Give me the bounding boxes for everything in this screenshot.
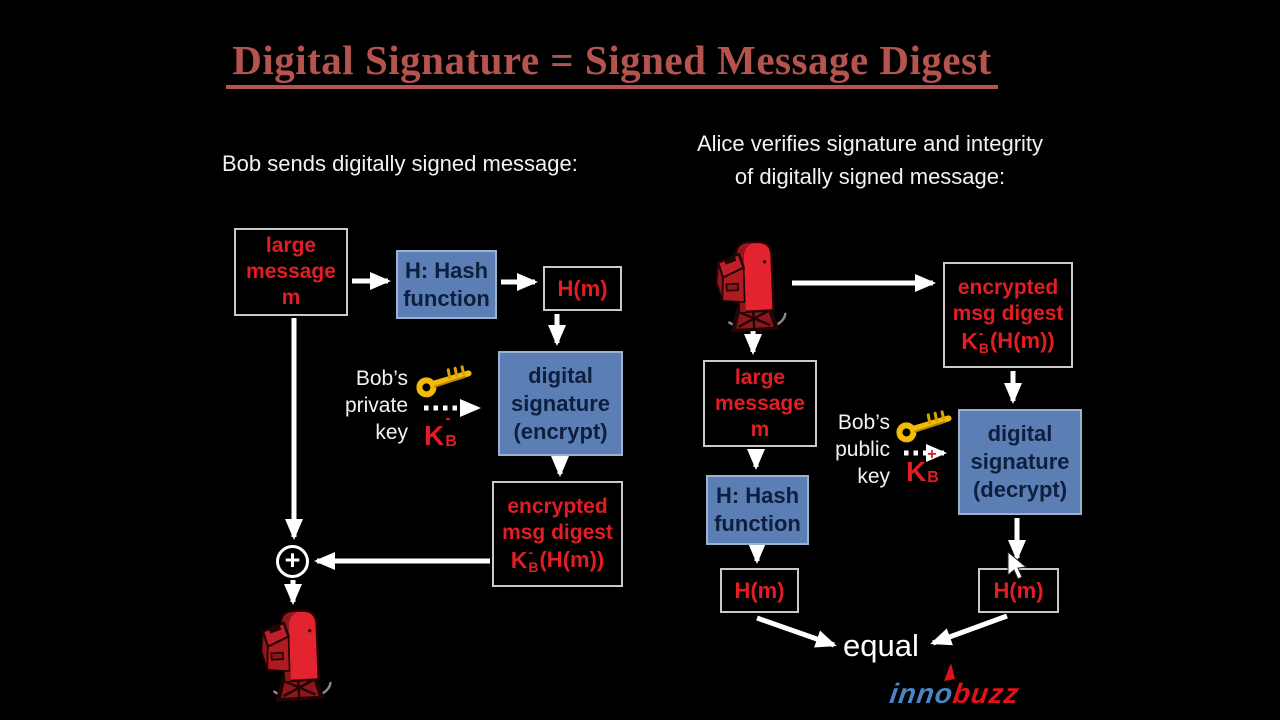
enc-formula-right: K - B (H(m)) <box>961 325 1055 356</box>
sig-line3: (encrypt) <box>513 418 608 444</box>
enc-line2: msg digest <box>502 521 613 544</box>
public-key-caption: Bob’s public key <box>810 409 890 490</box>
large-message-line1: large <box>734 365 786 389</box>
kb-sup: + <box>927 446 937 463</box>
enc-r-line1: encrypted <box>957 276 1059 299</box>
hm-box-right-left: H(m) <box>720 568 799 613</box>
hm-label: H(m) <box>734 577 785 603</box>
logo-part1: inno <box>887 678 956 709</box>
large-message-box-right: large message m <box>703 360 817 447</box>
kb-sub: B <box>445 433 457 450</box>
page-title: Digital Signature = Signed Message Diges… <box>226 36 998 89</box>
large-message-box-left: large message m <box>234 228 348 316</box>
mailbox-icon-left <box>258 608 333 704</box>
hm-label: H(m) <box>557 275 608 301</box>
public-key-caption-line3: key <box>857 465 890 488</box>
hash-line2: function <box>403 285 490 311</box>
public-key-caption-line2: public <box>835 438 890 461</box>
hash-line1: H: Hash <box>715 483 800 508</box>
public-key-caption-line1: Bob’s <box>837 411 890 434</box>
plus-glyph: + <box>284 544 301 575</box>
formula-base: K <box>961 327 978 354</box>
key-icon-private <box>415 362 477 400</box>
formula-tail: (H(m)) <box>539 547 605 572</box>
arrow-hm-left-to-equal <box>756 615 837 648</box>
formula-base: K <box>510 546 528 573</box>
slide-title-row: Digital Signature = Signed Message Diges… <box>0 36 1280 89</box>
hm-box-left: H(m) <box>543 266 622 311</box>
kb-plus-symbol: K + B <box>906 446 940 487</box>
digital-signature-decrypt-box: digital signature (decrypt) <box>958 409 1082 515</box>
private-key-caption-line1: Bob’s <box>355 367 408 390</box>
sig-line1: digital <box>987 421 1053 446</box>
kb-base: K <box>424 420 445 451</box>
enc-r-line2: msg digest <box>952 302 1064 325</box>
alice-heading: Alice verifies signature and integrity o… <box>655 127 1085 193</box>
formula-sub: B <box>528 559 539 575</box>
formula-sup: - <box>978 325 984 341</box>
large-message-line2: message <box>715 391 805 415</box>
mailbox-icon-right <box>713 239 788 335</box>
enc-formula-left: K - B (H(m)) <box>510 544 605 575</box>
hash-line2: function <box>714 511 801 536</box>
digital-signature-encrypt-box: digital signature (encrypt) <box>498 351 623 456</box>
formula-sup: - <box>528 544 534 560</box>
large-message-line1: large <box>265 234 317 257</box>
mouse-cursor-icon <box>1007 551 1028 580</box>
brand-logo: innobuzz <box>888 678 1022 710</box>
enc-line1: encrypted <box>507 495 608 518</box>
logo-spark-icon <box>944 663 955 681</box>
encrypted-digest-box-right: encrypted msg digest K - B (H(m)) <box>943 262 1073 368</box>
hash-function-box-left: H: Hash function <box>396 250 497 319</box>
private-key-caption-line3: key <box>375 421 408 444</box>
large-message-line2: message <box>246 260 336 283</box>
kb-sup: - <box>445 410 451 427</box>
sig-line2: signature <box>970 449 1070 474</box>
encrypted-digest-box-left: encrypted msg digest K - B (H(m)) <box>492 481 623 587</box>
large-message-line3: m <box>750 417 770 441</box>
large-message-line3: m <box>281 286 301 309</box>
formula-supsub: - B <box>528 544 539 575</box>
bob-heading: Bob sends digitally signed message: <box>222 151 578 176</box>
formula-sub: B <box>978 340 989 356</box>
alice-heading-line2: of digitally signed message: <box>734 164 1006 189</box>
hash-function-box-right: H: Hash function <box>706 475 809 545</box>
formula-supsub: - B <box>978 325 989 356</box>
sig-line3: (decrypt) <box>972 477 1068 502</box>
private-key-caption: Bob’s private key <box>328 365 408 446</box>
alice-heading-line1: Alice verifies signature and integrity <box>696 131 1044 156</box>
hash-line1: H: Hash <box>404 257 489 283</box>
kb-sub: B <box>927 469 939 486</box>
equal-label: equal <box>843 628 919 663</box>
hm-label: H(m) <box>993 577 1044 603</box>
arrow-hm-right-to-equal <box>930 613 1008 646</box>
formula-tail: (H(m)) <box>989 328 1055 353</box>
combine-plus-node: + <box>276 545 309 578</box>
key-icon-public <box>895 407 957 445</box>
logo-part2: buzz <box>950 678 1022 709</box>
sig-line2: signature <box>510 390 611 416</box>
sig-line1: digital <box>528 362 593 388</box>
private-key-caption-line2: private <box>344 394 408 417</box>
kb-base: K <box>906 456 927 487</box>
kb-minus-symbol: K - B <box>424 410 458 451</box>
